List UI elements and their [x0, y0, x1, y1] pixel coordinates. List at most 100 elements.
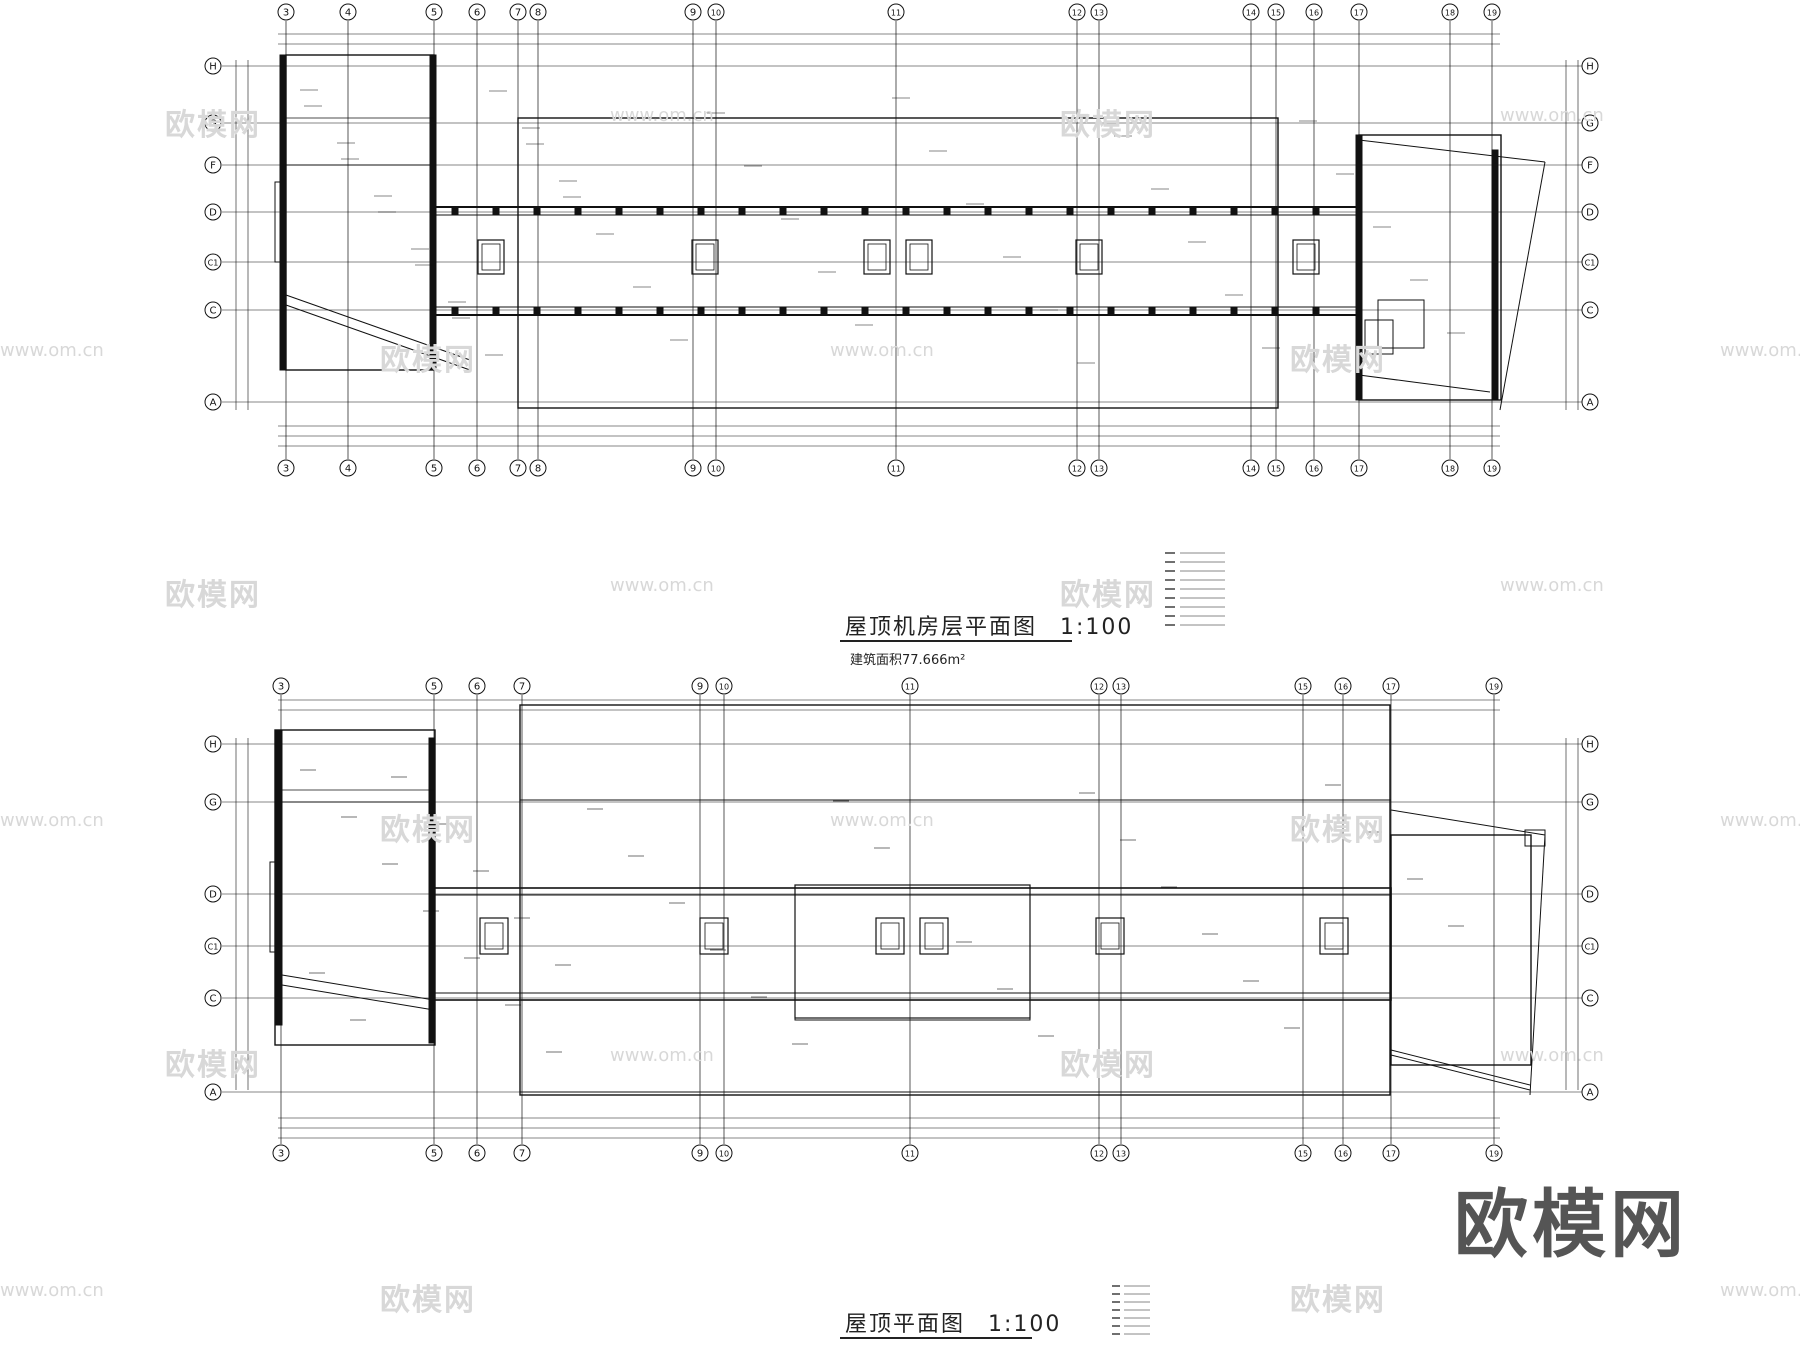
lower-plan-title: 屋顶平面图 1:100 — [845, 1306, 1061, 1338]
upper-column — [615, 306, 623, 315]
svg-text:13: 13 — [1094, 465, 1104, 474]
upper-axis-bubble-top-7: 7 — [509, 3, 527, 21]
upper-column — [1148, 306, 1156, 315]
svg-text:G: G — [1586, 119, 1594, 130]
upper-column — [820, 306, 828, 315]
upper-axis-bubble-bottom-19: 19 — [1483, 459, 1501, 477]
svg-text:F: F — [1587, 161, 1593, 172]
upper-axis-bubble-top-19: 19 — [1483, 3, 1501, 21]
upper-column — [943, 207, 951, 216]
lower-right-slope — [1390, 809, 1546, 836]
upper-column — [738, 207, 746, 216]
upper-right-wall — [1355, 134, 1363, 401]
upper-roof-vent-inner — [1079, 243, 1099, 271]
lower-roof-vent — [875, 917, 905, 955]
upper-roof-vent — [691, 239, 719, 275]
svg-text:10: 10 — [711, 465, 721, 474]
upper-column — [1148, 207, 1156, 216]
lower-axis-bubble-bottom-3: 3 — [272, 1144, 290, 1162]
svg-text:11: 11 — [891, 465, 901, 474]
svg-text:A: A — [210, 398, 217, 409]
upper-column — [492, 306, 500, 315]
svg-text:15: 15 — [1271, 9, 1281, 18]
lower-title-underline — [840, 1337, 1032, 1339]
lower-axis-bubble-bottom-12: 12 — [1090, 1144, 1108, 1162]
upper-axis-bubble-top-6: 6 — [468, 3, 486, 21]
svg-text:16: 16 — [1338, 1150, 1348, 1159]
lower-axis-bubble-top-12: 12 — [1090, 677, 1108, 695]
upper-axis-bubble-right-C1: C1 — [1581, 253, 1599, 271]
lower-axis-bubble-right-A: A — [1581, 1083, 1599, 1101]
upper-column — [1312, 306, 1320, 315]
svg-text:9: 9 — [697, 682, 703, 693]
upper-axis-bubble-right-C: C — [1581, 301, 1599, 319]
upper-roof-vent-inner — [867, 243, 887, 271]
svg-text:A: A — [210, 1088, 217, 1099]
upper-axis-bubble-bottom-12: 12 — [1068, 459, 1086, 477]
svg-text:G: G — [209, 119, 217, 130]
lower-left-slope — [281, 984, 435, 1011]
upper-axis-bubble-top-15: 15 — [1267, 3, 1285, 21]
upper-legend — [1165, 552, 1225, 626]
lower-right-slope — [1390, 1049, 1531, 1086]
upper-axis-bubble-top-13: 13 — [1090, 3, 1108, 21]
svg-text:D: D — [209, 208, 217, 219]
lower-roof-vent — [919, 917, 949, 955]
svg-text:8: 8 — [535, 464, 541, 475]
upper-column — [984, 306, 992, 315]
lower-roof-vent — [479, 917, 509, 955]
upper-left-slope — [285, 294, 471, 361]
upper-roof-outline — [517, 117, 1279, 409]
svg-text:11: 11 — [891, 9, 901, 18]
lower-axis-bubble-left-D: D — [204, 885, 222, 903]
lower-roof-outline — [519, 704, 1391, 1096]
upper-right-slope — [1358, 139, 1546, 163]
svg-text:4: 4 — [345, 8, 351, 19]
upper-column — [1189, 207, 1197, 216]
svg-text:H: H — [1586, 740, 1594, 751]
upper-column — [738, 306, 746, 315]
svg-text:12: 12 — [1094, 683, 1104, 692]
upper-roof-vent — [1075, 239, 1103, 275]
upper-column — [697, 207, 705, 216]
upper-axis-bubble-right-F: F — [1581, 156, 1599, 174]
upper-axis-bubble-bottom-18: 18 — [1441, 459, 1459, 477]
lower-axis-bubble-top-11: 11 — [901, 677, 919, 695]
svg-text:C: C — [1587, 306, 1594, 317]
upper-axis-bubble-left-A: A — [204, 393, 222, 411]
svg-text:3: 3 — [283, 464, 289, 475]
lower-roof-vent-inner — [704, 922, 724, 950]
upper-right-slope — [1358, 374, 1491, 393]
upper-roof-vent — [863, 239, 891, 275]
lower-axis-bubble-bottom-13: 13 — [1112, 1144, 1130, 1162]
svg-text:18: 18 — [1445, 465, 1455, 474]
lower-axis-bubble-top-15: 15 — [1294, 677, 1312, 695]
lower-plan: 3355667799101011111212131315151616171719… — [204, 677, 1599, 1335]
svg-text:6: 6 — [474, 1149, 480, 1160]
upper-column — [1271, 207, 1279, 216]
svg-text:13: 13 — [1094, 9, 1104, 18]
upper-corridor-band — [433, 206, 1360, 316]
upper-axis-bubble-right-G: G — [1581, 114, 1599, 132]
lower-axis-bubble-bottom-5: 5 — [425, 1144, 443, 1162]
upper-axis-bubble-bottom-5: 5 — [425, 459, 443, 477]
upper-column — [1107, 207, 1115, 216]
svg-text:17: 17 — [1354, 9, 1364, 18]
svg-text:19: 19 — [1487, 465, 1497, 474]
svg-text:17: 17 — [1386, 1150, 1396, 1159]
svg-text:C1: C1 — [1585, 943, 1596, 952]
lower-left-wall — [275, 729, 283, 1026]
lower-axis-bubble-left-C1: C1 — [204, 937, 222, 955]
svg-text:15: 15 — [1271, 465, 1281, 474]
lower-axis-bubble-right-C: C — [1581, 989, 1599, 1007]
lower-axis-bubble-bottom-10: 10 — [715, 1144, 733, 1162]
upper-axis-bubble-right-D: D — [1581, 203, 1599, 221]
svg-text:D: D — [1586, 208, 1594, 219]
svg-text:A: A — [1587, 398, 1594, 409]
lower-left-wall — [428, 737, 436, 1044]
upper-column — [656, 207, 664, 216]
upper-axis-bubble-top-18: 18 — [1441, 3, 1459, 21]
lower-roof-vent-inner — [924, 922, 944, 950]
upper-axis-bubble-left-C1: C1 — [204, 253, 222, 271]
